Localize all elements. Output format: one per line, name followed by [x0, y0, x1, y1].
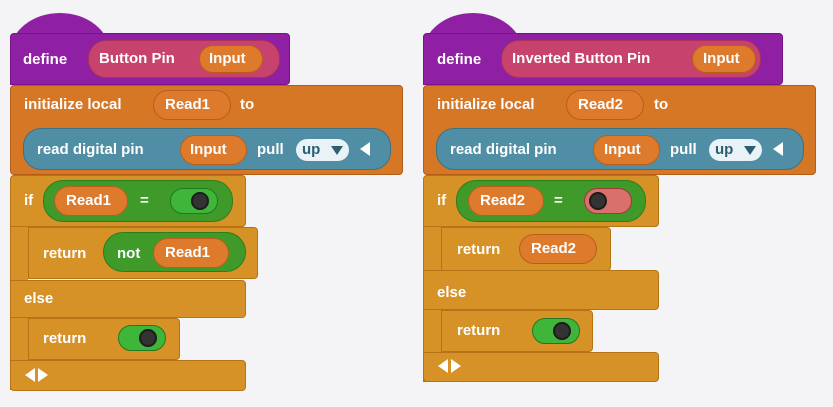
- pull-dropdown-value: up: [302, 141, 321, 158]
- local-variable-name: Read1: [165, 96, 211, 113]
- local-variable-name: Read2: [578, 96, 624, 113]
- procedure-argument[interactable]: [692, 45, 756, 73]
- compare-variable[interactable]: [468, 186, 544, 216]
- to-label: to: [654, 96, 669, 113]
- to-label: to: [240, 96, 255, 113]
- procedure-name: Inverted Button Pin: [512, 50, 651, 67]
- not-label: not: [117, 245, 141, 262]
- add-else-arrow-icon[interactable]: [451, 359, 461, 373]
- read-pin-argument-label: Input: [190, 141, 227, 158]
- local-variable-field[interactable]: [566, 90, 644, 120]
- read-pin-argument[interactable]: [180, 135, 247, 165]
- procedure-argument-label: Input: [209, 50, 246, 67]
- pull-dropdown[interactable]: up: [296, 139, 349, 161]
- else-label: else: [24, 290, 54, 307]
- initialize-local-label: initialize local: [24, 96, 122, 113]
- pull-label: pull: [670, 141, 697, 158]
- read-digital-pin-label: read digital pin: [37, 141, 144, 158]
- if-else-bottom-bar: [10, 360, 246, 391]
- if-else-middle-bar: [10, 280, 246, 318]
- toggle-knob-icon: [589, 192, 607, 210]
- if-label: if: [437, 192, 447, 209]
- compare-operator: =: [554, 192, 563, 209]
- else-label: else: [437, 284, 467, 301]
- toggle-knob-icon: [139, 329, 157, 347]
- pull-dropdown[interactable]: up: [709, 139, 762, 161]
- return-label: return: [457, 241, 501, 258]
- read-pin-argument[interactable]: [593, 135, 660, 165]
- return-variable-name: Read2: [531, 240, 577, 257]
- compare-variable-name: Read2: [480, 192, 526, 209]
- pull-dropdown-value: up: [715, 141, 734, 158]
- initialize-local-label: initialize local: [437, 96, 535, 113]
- remove-else-arrow-icon[interactable]: [438, 359, 448, 373]
- define-label: define: [23, 51, 68, 68]
- compare-variable[interactable]: [54, 186, 128, 216]
- else-return-label: return: [457, 322, 501, 339]
- remove-else-arrow-icon[interactable]: [25, 368, 35, 382]
- procedure-name: Button Pin: [99, 50, 175, 67]
- collapse-arrow-icon[interactable]: [360, 142, 370, 156]
- compare-operator: =: [140, 192, 149, 209]
- compare-variable-name: Read1: [66, 192, 112, 209]
- if-else-bottom-bar: [423, 352, 659, 382]
- define-label: define: [437, 51, 482, 68]
- add-else-arrow-icon[interactable]: [38, 368, 48, 382]
- read-digital-pin-label: read digital pin: [450, 141, 557, 158]
- not-variable-name: Read1: [165, 244, 211, 261]
- read-pin-argument-label: Input: [604, 141, 641, 158]
- if-else-middle-bar: [423, 270, 659, 310]
- dropdown-arrow-icon: [744, 146, 756, 155]
- procedure-argument[interactable]: [199, 45, 263, 73]
- procedure-argument-label: Input: [703, 50, 740, 67]
- not-variable[interactable]: [153, 238, 229, 268]
- return-variable[interactable]: [519, 234, 597, 264]
- if-label: if: [24, 192, 34, 209]
- pull-label: pull: [257, 141, 284, 158]
- else-return-label: return: [43, 330, 87, 347]
- local-variable-field[interactable]: [153, 90, 231, 120]
- toggle-knob-icon: [553, 322, 571, 340]
- dropdown-arrow-icon: [331, 146, 343, 155]
- collapse-arrow-icon[interactable]: [773, 142, 783, 156]
- toggle-knob-icon: [191, 192, 209, 210]
- return-label: return: [43, 245, 87, 262]
